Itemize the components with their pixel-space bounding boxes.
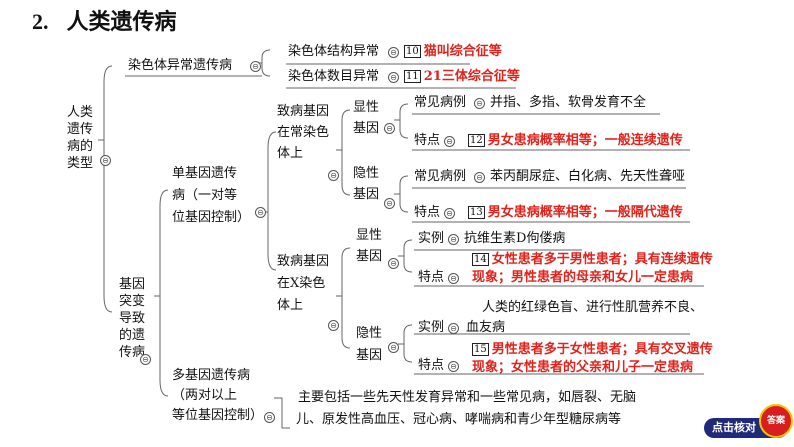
xlinked-label-line3: 体上 bbox=[277, 298, 304, 313]
answer-number: 13 bbox=[468, 206, 485, 219]
collapse-icon[interactable]: ⊖ bbox=[140, 354, 151, 365]
common-cases-label: 常见病例 bbox=[414, 169, 467, 184]
collapse-icon[interactable]: ⊖ bbox=[388, 47, 399, 58]
answer-text: 女性患者多于男性患者；具有连续遗传 bbox=[491, 252, 713, 267]
answer-text: 男女患病概率相等；一般隔代遗传 bbox=[487, 205, 683, 220]
answer-text: 男女患病概率相等；一般连续遗传 bbox=[487, 133, 683, 148]
common-cases-value: 苯丙酮尿症、白化病、先天性聋哑 bbox=[490, 169, 686, 184]
autosomal-label-line1: 致病基因 bbox=[277, 104, 330, 119]
collapse-icon[interactable]: ⊖ bbox=[448, 273, 459, 284]
common-cases-label: 常见病例 bbox=[414, 95, 467, 110]
answer-text: 猫叫综合征等 bbox=[423, 44, 502, 59]
autosomal-dominant-label-line2: 基因 bbox=[353, 121, 380, 136]
collapse-icon[interactable]: ⊖ bbox=[384, 123, 395, 134]
common-cases-value: 并指、多指、软骨发育不全 bbox=[490, 95, 647, 110]
collapse-icon[interactable]: ⊖ bbox=[328, 320, 339, 331]
collapse-icon[interactable]: ⊖ bbox=[444, 136, 455, 147]
collapse-icon[interactable]: ⊖ bbox=[448, 234, 459, 245]
multi-gene-label-line1: 多基因遗传病 bbox=[172, 368, 251, 383]
answer-text: 21三体综合征等 bbox=[423, 69, 520, 84]
answer-number: 12 bbox=[468, 134, 485, 147]
autosomal-recessive-label-line1: 隐性 bbox=[353, 166, 380, 181]
collapse-icon[interactable]: ⊖ bbox=[474, 172, 485, 183]
chromosomal-disease-label: 染色体异常遗传病 bbox=[128, 58, 233, 73]
x-recessive-label-line2: 基因 bbox=[356, 348, 383, 363]
chromosome-number-label: 染色体数目异常 bbox=[288, 69, 380, 84]
section-number: 2. bbox=[32, 9, 49, 34]
feature-label: 特点 bbox=[418, 358, 445, 373]
example-value-line1: 人类的红绿色盲、进行性肌营养不良、 bbox=[482, 300, 704, 315]
section-title-text: 人类遗传病 bbox=[66, 10, 177, 35]
example-label: 实例 bbox=[418, 231, 445, 246]
multi-gene-description-line1: 主要包括一些先天性发育异常和一些常见病，如唇裂、无脑 bbox=[298, 390, 637, 405]
section-title: 2. 人类遗传病 bbox=[32, 8, 177, 37]
xlinked-label-line1: 致病基因 bbox=[277, 254, 330, 269]
answer-number: 11 bbox=[404, 70, 421, 83]
answer-badge: 答案 bbox=[759, 404, 793, 438]
collapse-icon[interactable]: ⊖ bbox=[328, 170, 339, 181]
collapse-icon[interactable]: ⊖ bbox=[474, 98, 485, 109]
answer-text: 男性患者多于女性患者；具有交叉遗传 bbox=[491, 342, 713, 357]
collapse-icon[interactable]: ⊖ bbox=[384, 198, 395, 209]
answer-number: 15 bbox=[472, 343, 489, 356]
feature-label: 特点 bbox=[414, 205, 441, 220]
collapse-icon[interactable]: ⊖ bbox=[100, 155, 111, 166]
autosomal-label-line2: 在常染色 bbox=[277, 125, 330, 140]
collapse-icon[interactable]: ⊖ bbox=[250, 61, 261, 72]
autosomal-label-line3: 体上 bbox=[277, 146, 304, 161]
collapse-icon[interactable]: ⊖ bbox=[264, 412, 275, 423]
multi-gene-description-line2: 儿、原发性高血压、冠心病、哮喘病和青少年型糖尿病等 bbox=[296, 412, 622, 427]
single-gene-label-line3: 位基因控制） bbox=[172, 210, 251, 225]
root-label: 人类遗传病的类型 bbox=[67, 105, 94, 171]
feature-label: 特点 bbox=[418, 270, 445, 285]
example-value-line2: 血友病 bbox=[466, 320, 506, 335]
multi-gene-label-line2: （两对以上 bbox=[172, 388, 238, 403]
collapse-icon[interactable]: ⊖ bbox=[448, 361, 459, 372]
x-dominant-label-line2: 基因 bbox=[356, 249, 383, 264]
example-value: 抗维生素D佝偻病 bbox=[464, 231, 566, 246]
collapse-icon[interactable]: ⊖ bbox=[388, 72, 399, 83]
example-label: 实例 bbox=[418, 320, 445, 335]
chromosome-structure-label: 染色体结构异常 bbox=[288, 44, 380, 59]
answer-14-line2: 现象；男性患者的母亲和女儿一定患病 bbox=[472, 270, 694, 285]
x-dominant-label-line1: 显性 bbox=[356, 228, 383, 243]
collapse-icon[interactable]: ⊖ bbox=[444, 208, 455, 219]
autosomal-recessive-label-line2: 基因 bbox=[353, 187, 380, 202]
feature-label: 特点 bbox=[414, 133, 441, 148]
single-gene-label-line2: 病（一对等 bbox=[172, 188, 238, 203]
check-answer-button[interactable]: 点击核对 答案 bbox=[704, 404, 793, 442]
answer-15-line2: 现象；女性患者的父亲和儿子一定患病 bbox=[472, 360, 694, 375]
multi-gene-label-line3: 等位基因控制） bbox=[172, 408, 264, 423]
answer-number: 10 bbox=[404, 45, 421, 58]
collapse-icon[interactable]: ⊖ bbox=[388, 342, 399, 353]
gene-mutation-label: 基因突变导致的遗传病 bbox=[119, 277, 146, 360]
xlinked-label-line2: 在X染色 bbox=[277, 276, 326, 291]
answer-number: 14 bbox=[472, 253, 489, 266]
collapse-icon[interactable]: ⊖ bbox=[388, 258, 399, 269]
collapse-icon[interactable]: ⊖ bbox=[448, 323, 459, 334]
collapse-icon[interactable]: ⊖ bbox=[255, 207, 266, 218]
x-recessive-label-line1: 隐性 bbox=[356, 326, 383, 341]
single-gene-label-line1: 单基因遗传 bbox=[172, 166, 238, 181]
autosomal-dominant-label-line1: 显性 bbox=[353, 100, 380, 115]
